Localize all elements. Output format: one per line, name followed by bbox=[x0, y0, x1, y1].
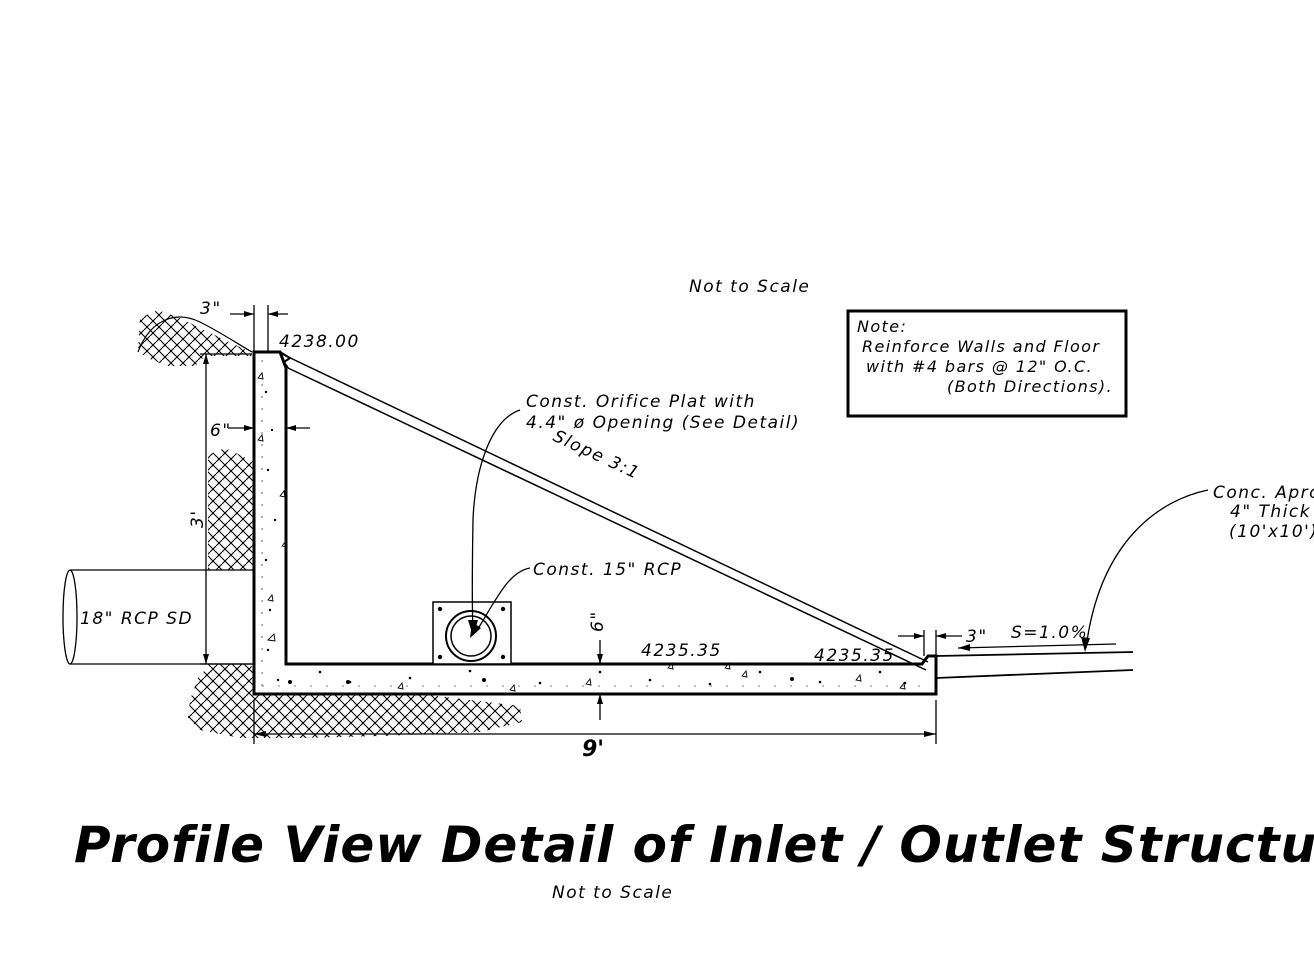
label-top-wall-thickness: 3" bbox=[200, 299, 222, 319]
scale-note-top: Not to Scale bbox=[689, 277, 810, 297]
label-slope: Slope 3:1 bbox=[550, 426, 643, 484]
label-apron-line-2: 4" Thick bbox=[1230, 502, 1311, 522]
note-line-3: (Both Directions). bbox=[947, 377, 1113, 396]
scale-note-bottom: Not to Scale bbox=[552, 883, 673, 903]
drawing-title: Profile View Detail of Inlet / Outlet St… bbox=[74, 816, 1314, 874]
label-outlet-pipe: Const. 15" RCP bbox=[533, 560, 682, 580]
note-box: Note: Reinforce Walls and Floor with #4 … bbox=[846, 309, 1128, 418]
dimensions bbox=[200, 305, 1117, 744]
label-floor-thickness: 6" bbox=[588, 610, 608, 632]
label-apron-line-3: (10'x10') bbox=[1229, 522, 1314, 542]
leaders bbox=[471, 409, 1209, 649]
label-wall-thickness: 6" bbox=[210, 421, 232, 441]
label-inlet-pipe: 18" RCP SD bbox=[80, 609, 193, 629]
dimension-arrows bbox=[203, 311, 970, 737]
note-heading: Note: bbox=[857, 317, 907, 336]
note-line-2: with #4 bars @ 12" O.C. bbox=[866, 357, 1093, 376]
label-orifice-line-1: Const. Orifice Plat with bbox=[526, 392, 756, 412]
label-apron-line-1: Conc. Apron bbox=[1213, 483, 1314, 503]
label-length: 9' bbox=[582, 737, 604, 762]
label-orifice-line-2: 4.4" ø Opening (See Detail) bbox=[526, 413, 800, 433]
inlet-pipe bbox=[62, 569, 255, 665]
label-wall-height: 3' bbox=[188, 510, 208, 529]
label-floor-elevation-2: 4235.35 bbox=[814, 646, 895, 666]
label-floor-elevation-1: 4235.35 bbox=[641, 641, 722, 661]
slope-face bbox=[279, 351, 929, 671]
note-line-1: Reinforce Walls and Floor bbox=[862, 337, 1100, 356]
concrete-apron bbox=[935, 651, 1134, 679]
label-apron-slope: S=1.0% bbox=[1011, 623, 1088, 643]
label-top-elevation: 4238.00 bbox=[279, 332, 360, 352]
label-lip-thickness: 3" bbox=[966, 627, 988, 647]
